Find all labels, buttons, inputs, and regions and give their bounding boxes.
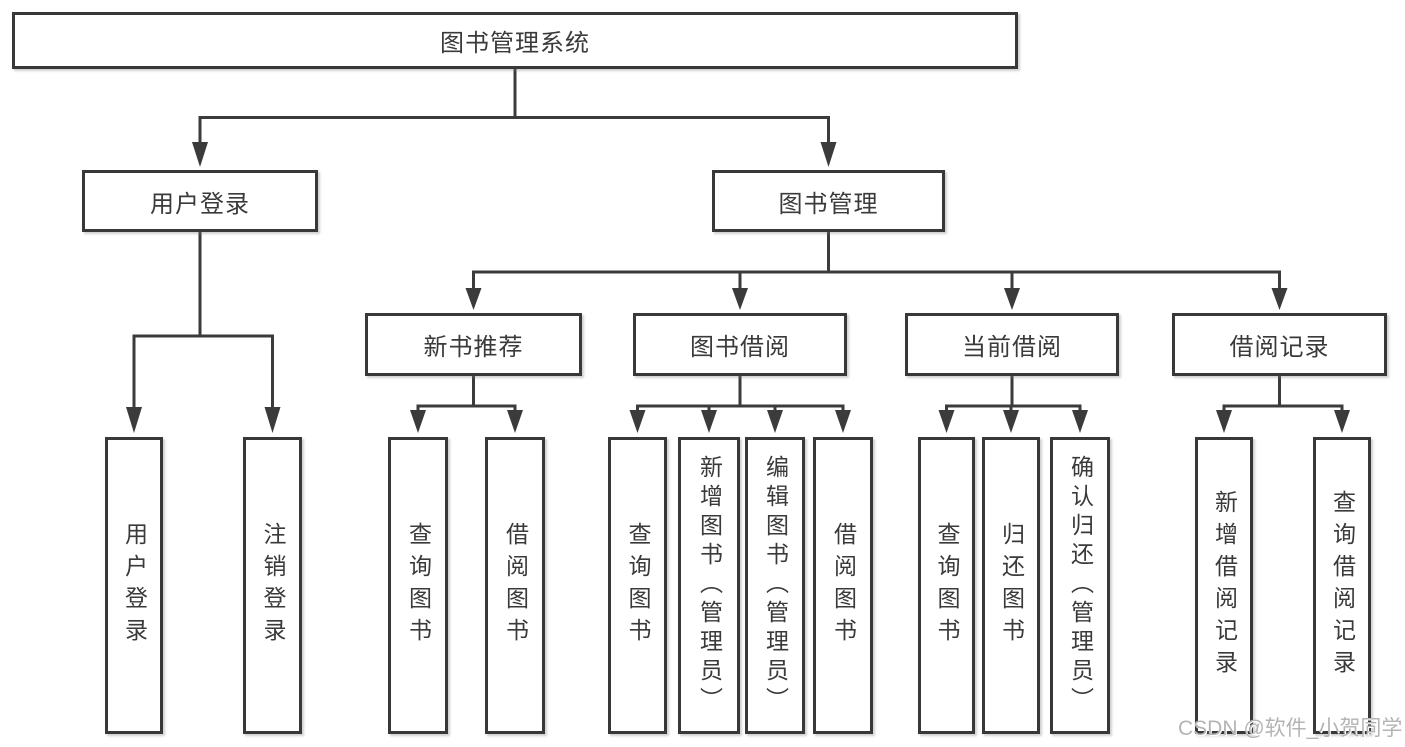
node-user-login: 用户登录 <box>82 170 318 232</box>
leaf-edit-book-admin-label: 编辑图书（管理员） <box>762 455 789 716</box>
connector-borrow-records <box>1216 376 1350 433</box>
node-current-borrow: 当前借阅 <box>905 313 1119 376</box>
node-new-book-recommend: 新书推荐 <box>365 313 582 376</box>
node-borrow-records: 借阅记录 <box>1172 313 1387 376</box>
leaf-add-book-admin: 新增图书（管理员） <box>678 437 740 734</box>
leaf-current-query-book-label: 查询图书 <box>934 521 960 650</box>
connector-book-management <box>465 232 1288 310</box>
leaf-current-query-book: 查询图书 <box>918 437 975 734</box>
leaf-borrow-book-label: 借阅图书 <box>830 521 857 650</box>
leaf-borrow-query-book: 查询图书 <box>608 437 667 734</box>
node-borrow-records-label: 借阅记录 <box>1229 334 1330 361</box>
leaf-confirm-return-admin-label: 确认归还（管理员） <box>1067 455 1094 716</box>
leaf-return-book: 归还图书 <box>982 437 1040 734</box>
leaf-borrow-book: 借阅图书 <box>813 437 873 734</box>
leaf-logout: 注销登录 <box>243 437 302 734</box>
node-user-login-label: 用户登录 <box>150 190 250 218</box>
csdn-watermark: CSDN @软件_小贺同学 <box>1178 717 1403 740</box>
leaf-query-borrow-record: 查询借阅记录 <box>1313 437 1371 734</box>
leaf-logout-label: 注销登录 <box>260 521 286 650</box>
leaf-add-borrow-record: 新增借阅记录 <box>1195 437 1253 734</box>
leaf-add-book-admin-label: 新增图书（管理员） <box>696 455 723 716</box>
node-book-borrow: 图书借阅 <box>633 313 847 376</box>
connector-root <box>192 68 837 167</box>
leaf-recommend-query-book: 查询图书 <box>388 437 448 734</box>
node-book-borrow-label: 图书借阅 <box>690 334 790 361</box>
leaf-return-book-label: 归还图书 <box>998 521 1025 650</box>
connector-book-borrow <box>629 376 851 433</box>
leaf-recommend-query-book-label: 查询图书 <box>405 521 432 650</box>
connector-current-borrow <box>938 376 1088 433</box>
node-new-book-recommend-label: 新书推荐 <box>423 334 524 361</box>
node-current-borrow-label: 当前借阅 <box>962 334 1062 361</box>
node-book-management-label: 图书管理 <box>778 190 879 218</box>
leaf-user-login: 用户登录 <box>105 437 163 734</box>
leaf-recommend-borrow-book: 借阅图书 <box>485 437 545 734</box>
node-library-system: 图书管理系统 <box>12 12 1018 69</box>
leaf-user-login-label: 用户登录 <box>121 521 148 650</box>
connector-new-book-recommend <box>410 376 523 433</box>
node-library-system-label: 图书管理系统 <box>440 30 590 57</box>
leaf-query-borrow-record-label: 查询借阅记录 <box>1329 489 1356 682</box>
leaf-edit-book-admin: 编辑图书（管理员） <box>745 437 805 734</box>
leaf-add-borrow-record-label: 新增借阅记录 <box>1211 489 1238 682</box>
connector-user-login <box>126 232 281 433</box>
node-book-management: 图书管理 <box>712 170 945 232</box>
leaf-recommend-borrow-book-label: 借阅图书 <box>502 521 529 650</box>
leaf-borrow-query-book-label: 查询图书 <box>625 521 651 650</box>
leaf-confirm-return-admin: 确认归还（管理员） <box>1050 437 1110 734</box>
